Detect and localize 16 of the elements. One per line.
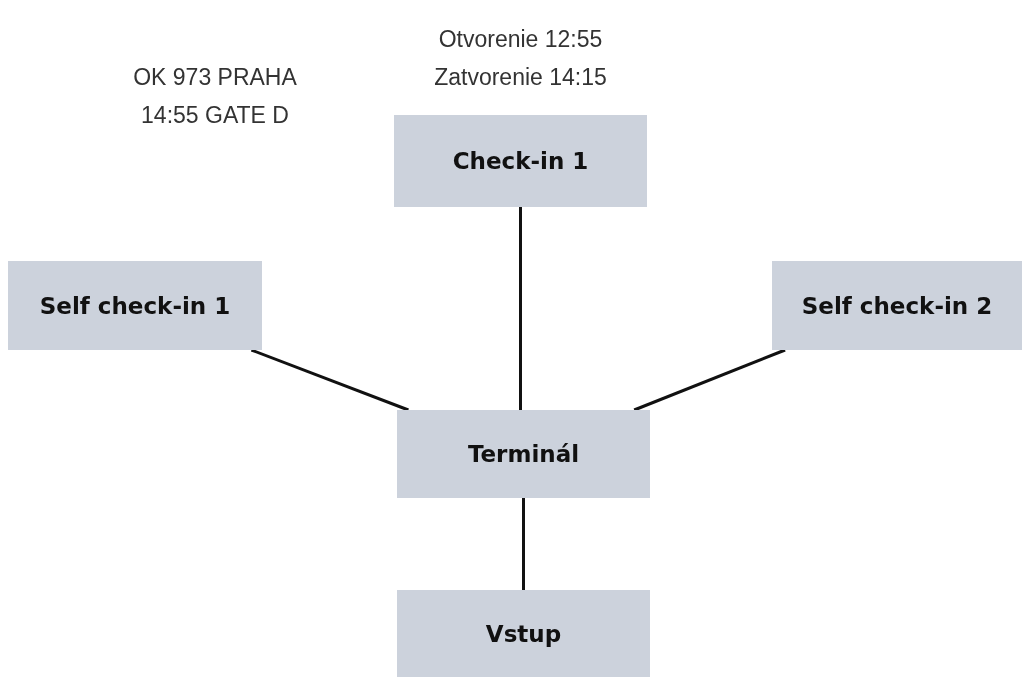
process-box (394, 115, 647, 207)
process-box (8, 261, 262, 350)
connector-line (250, 348, 409, 412)
process-box (772, 261, 1022, 350)
time-note: Otvorenie 12:55 Zatvorenie 14:15 (433, 25, 608, 92)
connector-line (633, 348, 786, 412)
box-label: Self check-in 1 (39, 292, 231, 319)
connector-line (519, 207, 522, 410)
process-box (397, 590, 650, 677)
box-label: Terminál (467, 441, 580, 467)
process-box (397, 410, 650, 498)
box-label: Check-in 1 (452, 148, 589, 174)
connector-line (522, 498, 525, 590)
flight-note: OK 973 PRAHA 14:55 GATE D (132, 63, 298, 130)
box-label: Vstup (485, 620, 562, 647)
box-label: Self check-in 2 (801, 292, 993, 319)
